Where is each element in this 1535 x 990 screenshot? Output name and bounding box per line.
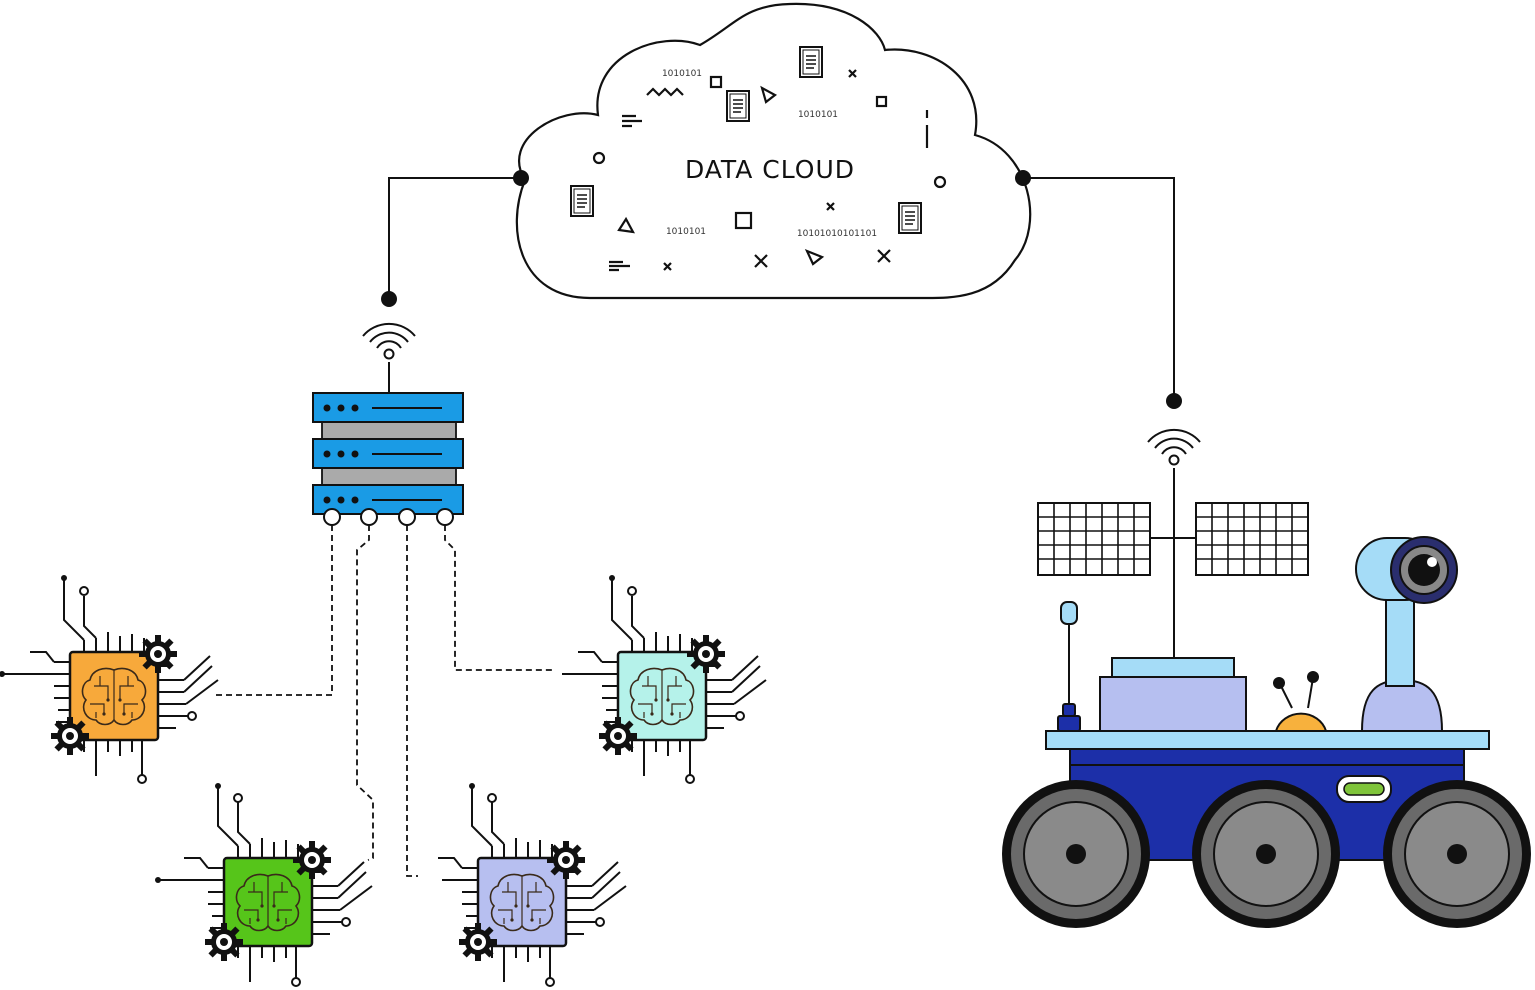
- ai-chip-orange: [0, 575, 219, 784]
- binary-label: 1010101: [798, 110, 838, 120]
- cloud-outline: [515, 2, 1032, 300]
- document-icon: [726, 90, 750, 122]
- wifi-icon: [362, 322, 416, 360]
- rover-wheel: [1383, 780, 1531, 928]
- ai-chip-cyan: [562, 575, 767, 784]
- gear-icon: [139, 635, 177, 673]
- wifi-icon: [1147, 428, 1201, 466]
- document-icon: [570, 185, 594, 217]
- gear-icon: [205, 923, 243, 961]
- binary-label: 1010101: [666, 227, 706, 237]
- camera-icon: [1390, 536, 1458, 604]
- rover-wheel: [1192, 780, 1340, 928]
- server-unit: [312, 438, 464, 469]
- server-unit: [312, 484, 464, 515]
- binary-label: 10101010101101: [797, 229, 877, 239]
- cloud-connections: [381, 170, 1182, 409]
- document-icon: [799, 46, 823, 78]
- edge-server: [312, 322, 464, 526]
- solar-panel-right: [1195, 502, 1309, 576]
- data-cloud: DATA CLOUD 1010101 1010101 1010101 10101…: [515, 2, 1032, 300]
- server-chip-links: [215, 525, 555, 877]
- rover-wheel: [1002, 780, 1150, 928]
- cloud-doodles: [592, 69, 947, 272]
- gear-icon: [293, 841, 331, 879]
- gear-icon: [547, 841, 585, 879]
- ai-chip-green: [155, 783, 373, 987]
- gear-icon: [687, 635, 725, 673]
- ai-chip-lavender: [438, 783, 627, 987]
- cloud-title: DATA CLOUD: [685, 155, 855, 184]
- gear-icon: [459, 923, 497, 961]
- binary-label: 1010101: [662, 69, 702, 79]
- solar-panel-left: [1037, 502, 1151, 576]
- document-icon: [898, 202, 922, 234]
- gear-icon: [599, 717, 637, 755]
- rover: [1002, 428, 1531, 928]
- gear-icon: [51, 717, 89, 755]
- server-unit: [312, 392, 464, 423]
